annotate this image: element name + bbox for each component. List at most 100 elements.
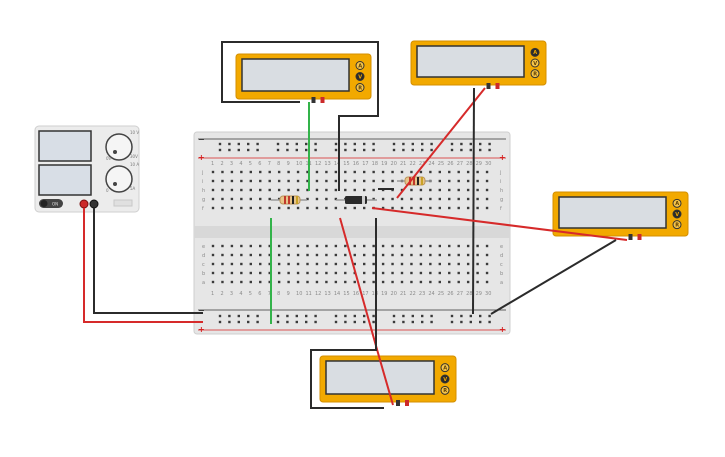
rail-hole[interactable] — [344, 142, 347, 146]
rail-hole[interactable] — [305, 320, 308, 324]
rail-hole[interactable] — [430, 148, 433, 152]
breadboard[interactable]: − + + − + + 1122334455667788991010111112… — [193, 131, 511, 335]
mode-button-r[interactable] — [672, 220, 682, 230]
hole-g29[interactable] — [476, 197, 479, 201]
hole-b24[interactable] — [429, 271, 432, 275]
hole-g12[interactable] — [315, 197, 319, 201]
power-supply[interactable]: 10 V 0V 30V 10 A 0 5A ON — [34, 125, 140, 213]
rail-hole[interactable] — [450, 320, 454, 324]
hole-h17[interactable] — [363, 188, 366, 192]
hole-a29[interactable] — [476, 280, 479, 284]
hole-i17[interactable] — [363, 179, 366, 183]
wire-meter4-common[interactable] — [310, 218, 384, 409]
hole-j2[interactable] — [221, 170, 224, 174]
hole-c2[interactable] — [221, 262, 224, 266]
hole-c17[interactable] — [363, 262, 366, 266]
hole-i13[interactable] — [325, 179, 328, 183]
hole-b1[interactable] — [211, 271, 215, 275]
hole-c1[interactable] — [211, 262, 215, 266]
rail-hole[interactable] — [450, 148, 454, 152]
rail-hole[interactable] — [372, 314, 375, 318]
hole-b3[interactable] — [230, 271, 234, 275]
rail-hole[interactable] — [334, 142, 338, 146]
hole-c5[interactable] — [249, 262, 252, 266]
hole-g5[interactable] — [249, 197, 252, 201]
rail-hole[interactable] — [411, 320, 414, 324]
hole-f23[interactable] — [419, 206, 423, 210]
rail-hole[interactable] — [305, 142, 308, 146]
hole-h18[interactable] — [372, 188, 375, 192]
rail-hole[interactable] — [344, 314, 347, 318]
hole-e3[interactable] — [230, 244, 234, 248]
hole-f10[interactable] — [296, 206, 300, 210]
hole-d19[interactable] — [381, 253, 385, 257]
rail-hole[interactable] — [372, 320, 375, 324]
rail-hole[interactable] — [218, 320, 222, 324]
hole-g1[interactable] — [211, 197, 215, 201]
hole-h15[interactable] — [344, 188, 347, 192]
hole-a12[interactable] — [315, 280, 319, 284]
mode-button-a[interactable] — [440, 363, 450, 373]
rail-hole[interactable] — [402, 314, 405, 318]
hole-e15[interactable] — [344, 244, 347, 248]
hole-e18[interactable] — [372, 244, 375, 248]
hole-a3[interactable] — [230, 280, 234, 284]
hole-f15[interactable] — [344, 206, 347, 210]
rail-hole[interactable] — [295, 142, 298, 146]
hole-b25[interactable] — [438, 271, 441, 275]
rail-hole[interactable] — [411, 148, 414, 152]
hole-f1[interactable] — [211, 206, 215, 210]
hole-f17[interactable] — [363, 206, 366, 210]
hole-b6[interactable] — [259, 271, 262, 275]
rail-hole[interactable] — [469, 320, 472, 324]
rail-hole[interactable] — [276, 148, 280, 152]
rail-hole[interactable] — [286, 320, 289, 324]
hole-g11[interactable] — [306, 197, 309, 201]
rail-hole[interactable] — [247, 314, 250, 318]
hole-h6[interactable] — [259, 188, 262, 192]
hole-i18[interactable] — [372, 179, 375, 183]
rail-hole[interactable] — [314, 148, 317, 152]
hole-h11[interactable] — [306, 188, 309, 192]
rail-hole[interactable] — [402, 320, 405, 324]
rail-hole[interactable] — [353, 314, 356, 318]
hole-b29[interactable] — [476, 271, 479, 275]
rail-hole[interactable] — [430, 314, 433, 318]
hole-h9[interactable] — [287, 188, 290, 192]
rail-hole[interactable] — [363, 320, 366, 324]
voltage-knob[interactable] — [105, 133, 133, 161]
hole-d8[interactable] — [277, 253, 281, 257]
hole-f3[interactable] — [230, 206, 234, 210]
hole-i11[interactable] — [306, 179, 309, 183]
hole-i5[interactable] — [249, 179, 252, 183]
rail-hole[interactable] — [353, 320, 356, 324]
hole-d3[interactable] — [230, 253, 234, 257]
wire-meter2-common[interactable] — [472, 87, 475, 315]
hole-d23[interactable] — [419, 253, 423, 257]
hole-h5[interactable] — [249, 188, 252, 192]
hole-g24[interactable] — [429, 197, 432, 201]
hole-e7[interactable] — [268, 244, 271, 248]
rail-hole[interactable] — [247, 320, 250, 324]
hole-d14[interactable] — [334, 253, 338, 257]
hole-a2[interactable] — [221, 280, 224, 284]
rail-hole[interactable] — [295, 314, 298, 318]
hole-a9[interactable] — [287, 280, 290, 284]
hole-j16[interactable] — [353, 170, 356, 174]
hole-d9[interactable] — [287, 253, 290, 257]
hole-e23[interactable] — [419, 244, 423, 248]
hole-f21[interactable] — [400, 206, 404, 210]
hole-f9[interactable] — [287, 206, 290, 210]
hole-f28[interactable] — [466, 206, 470, 210]
hole-f11[interactable] — [306, 206, 309, 210]
rail-hole[interactable] — [411, 314, 414, 318]
hole-b21[interactable] — [400, 271, 404, 275]
hole-j25[interactable] — [438, 170, 441, 174]
multimeter-top-right[interactable]: AVR — [410, 40, 547, 89]
hole-g4[interactable] — [240, 197, 243, 201]
hole-d22[interactable] — [410, 253, 413, 257]
hole-h2[interactable] — [221, 188, 224, 192]
hole-d21[interactable] — [400, 253, 404, 257]
hole-a26[interactable] — [448, 280, 451, 284]
rail-hole[interactable] — [305, 314, 308, 318]
